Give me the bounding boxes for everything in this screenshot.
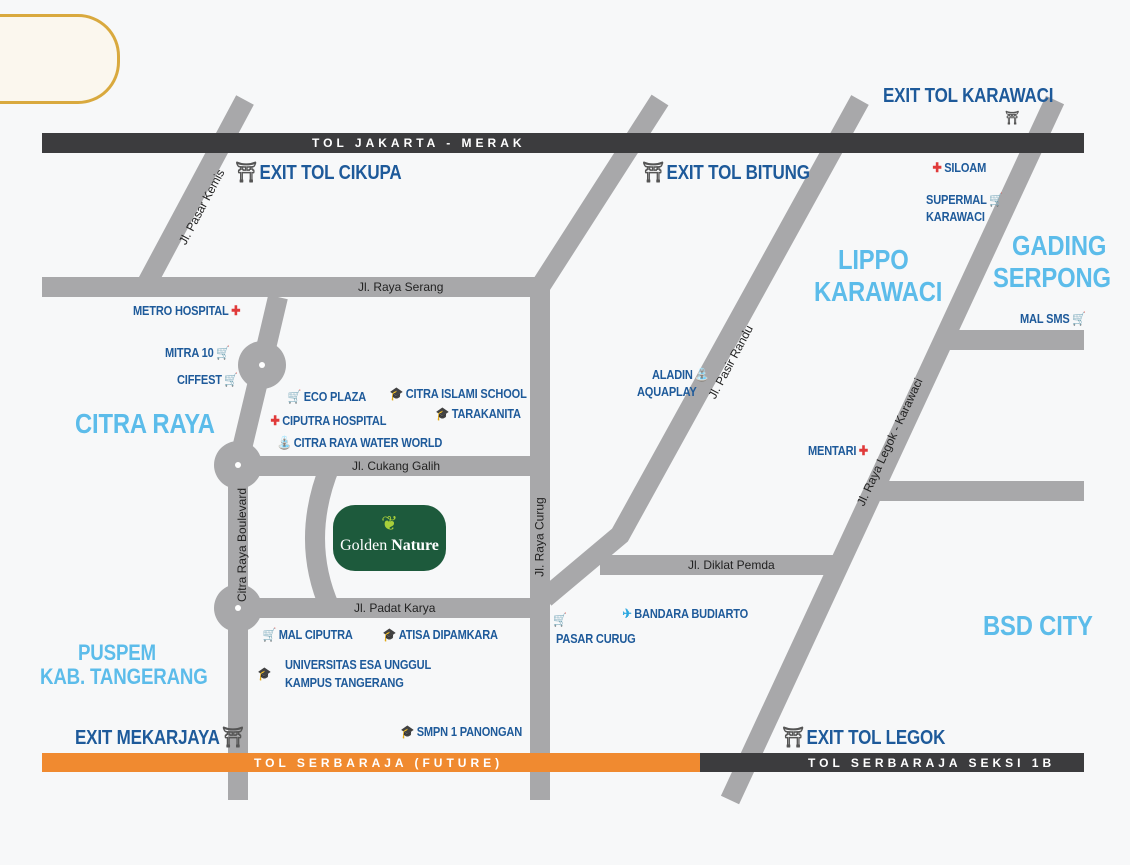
exit-cikupa: ⛩EXIT TOL CIKUPA: [235, 162, 402, 184]
place-esa-unggul-2: KAMPUS TANGERANG: [285, 675, 404, 690]
road-label: Jl. Raya Curug: [532, 497, 547, 577]
cart-icon: 🛒: [1072, 311, 1086, 326]
place-pasar-curug: PASAR CURUG: [556, 631, 636, 646]
school-icon: 🎓: [389, 386, 404, 401]
toll-serbaraja-1b: [700, 753, 1084, 772]
waterpark-icon: ⛲: [695, 367, 709, 382]
hospital-icon: ✚: [858, 443, 868, 458]
place-esa-unggul: UNIVERSITAS ESA UNGGUL: [285, 657, 432, 672]
toll-serbaraja-future: [42, 753, 700, 772]
place-aquaplay: AQUAPLAY: [637, 384, 697, 399]
road-label: Citra Raya Boulevard: [235, 487, 250, 603]
area-bsd: BSD CITY: [983, 610, 1093, 641]
toll-gate-icon: ⛩: [222, 727, 244, 749]
leaf-icon: ❦: [381, 513, 398, 535]
school-icon s: 🎓: [257, 666, 272, 681]
cart-icon: 🛒: [262, 627, 277, 642]
cart-icon: 🛒: [216, 345, 230, 360]
exit-legok: ⛩EXIT TOL LEGOK: [782, 727, 946, 749]
toll-label: TOL SERBARAJA (FUTURE): [254, 756, 504, 770]
road-pasir-randu: [538, 95, 869, 606]
place-mentari: MENTARI✚: [808, 443, 868, 458]
school-icon: 🎓: [382, 627, 397, 642]
road-label: Jl. Diklat Pemda: [688, 558, 775, 572]
area-puspem: PUSPEM: [78, 640, 156, 665]
place-mal-sms: MAL SMS🛒: [1020, 311, 1086, 326]
toll-label: TOL SERBARAJA SEKSI 1B: [808, 756, 1056, 770]
road-legok-karawaci: [720, 95, 1065, 805]
road-citra-raya-blvd: [228, 294, 288, 800]
area-lippo: LIPPO: [838, 244, 909, 275]
place-supermal: SUPERMAL🛒: [926, 192, 1003, 207]
exit-mekarjaya: EXIT MEKARJAYA⛩: [75, 727, 244, 749]
place-ciffest: CIFFEST🛒: [177, 372, 239, 387]
hospital-icon: ✚: [231, 303, 241, 318]
school-icon: 🎓: [435, 406, 450, 421]
school-icon: 🎓: [400, 724, 415, 739]
waterpark-icon: ⛲: [277, 435, 292, 450]
place-bandara: ✈BANDARA BUDIARTO: [622, 606, 749, 621]
place-mal-ciputra: 🛒MAL CIPUTRA: [262, 627, 353, 642]
road-pasar-kemis: [136, 95, 254, 292]
place-mitra10: MITRA 10🛒: [165, 345, 230, 360]
toll-label: TOL JAKARTA - MERAK: [312, 136, 526, 150]
cart-icon: 🛒: [287, 389, 302, 404]
toll-gate-icon: ⛩: [235, 162, 258, 184]
exit-bitung: ⛩EXIT TOL BITUNG: [642, 162, 810, 184]
area-citra-raya: CITRA RAYA: [75, 408, 215, 439]
area-lippo-2: KARAWACI: [814, 276, 943, 307]
place-siloam: ✚SILOAM: [932, 160, 987, 175]
place-aladin: ALADIN⛲: [652, 367, 709, 382]
airplane-icon: ✈: [622, 606, 632, 621]
toll-jakarta-merak: [42, 133, 1084, 153]
road-label: Jl. Cukang Galih: [352, 459, 441, 473]
area-gading: GADING: [1012, 230, 1107, 261]
toll-gate-icon: ⛩: [642, 162, 665, 184]
hospital-icon: ✚: [932, 160, 942, 175]
place-eco-plaza: 🛒ECO PLAZA: [287, 389, 367, 404]
cart-icon: 🛒: [553, 612, 567, 627]
place-supermal-2: KARAWACI: [926, 209, 985, 224]
exit-karawaci: EXIT TOL KARAWACI: [883, 85, 1054, 107]
cart-icon: 🛒: [224, 372, 239, 387]
place-metro-hospital: METRO HOSPITAL✚: [133, 303, 241, 318]
area-serpong: SERPONG: [993, 262, 1111, 293]
header-tab: [0, 14, 120, 104]
road-label: Jl. Raya Serang: [358, 280, 444, 294]
place-tarakanita: 🎓TARAKANITA: [435, 406, 521, 421]
cart-icon: 🛒: [989, 192, 1003, 207]
golden-nature-logo: ❦ Golden Nature: [333, 505, 446, 571]
place-smpn: 🎓SMPN 1 PANONGAN: [400, 724, 523, 739]
place-ciputra-hospital: ✚CIPUTRA HOSPITAL: [270, 413, 387, 428]
toll-gate-icon: ⛩: [1005, 110, 1019, 125]
logo-text-bold: Nature: [391, 537, 439, 554]
road-curve: [305, 462, 340, 613]
road-label: Jl. Padat Karya: [354, 601, 436, 615]
hospital-icon: ✚: [270, 413, 280, 428]
logo-text: Golden: [340, 537, 388, 554]
place-atisa: 🎓ATISA DIPAMKARA: [382, 627, 498, 642]
road-raya-serang: [42, 94, 669, 297]
place-water-world: ⛲CITRA RAYA WATER WORLD: [277, 435, 443, 450]
place-citra-islami: 🎓CITRA ISLAMI SCHOOL: [389, 386, 527, 401]
toll-gate-icon: ⛩: [782, 727, 805, 749]
area-puspem-2: KAB. TANGERANG: [40, 664, 208, 689]
